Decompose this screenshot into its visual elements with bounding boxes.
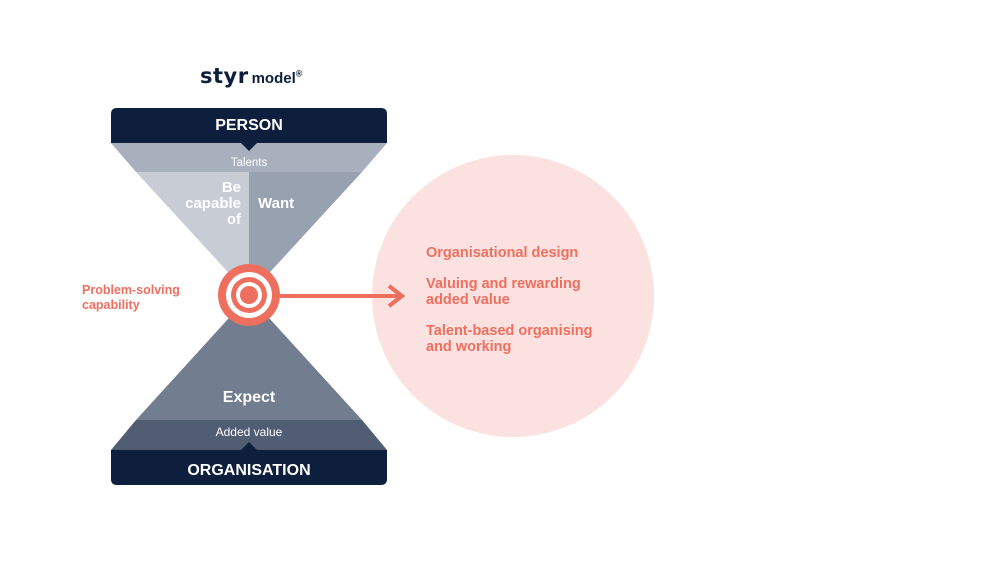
person-label: PERSON	[215, 117, 283, 134]
logo-brand: styr	[200, 64, 249, 88]
talents-label: Talents	[231, 157, 268, 169]
problem-solving-line-2: capability	[82, 298, 140, 312]
logo-word: model	[251, 70, 296, 87]
want-section	[249, 172, 362, 295]
outcome-organisational-design: Organisational design	[426, 245, 579, 261]
want-label: Want	[258, 195, 294, 212]
organisation-bar	[111, 442, 387, 485]
outcomes-circle	[372, 155, 654, 437]
registered-mark: ®	[295, 68, 303, 79]
outcome-item: Talent-based organising and working	[426, 323, 646, 355]
target-icon	[218, 264, 280, 326]
outcome-item: Valuing and rewarding added value	[426, 276, 646, 308]
outcome-item: Organisational design	[426, 245, 646, 261]
be-capable-line-2: capable	[185, 195, 241, 212]
arrow-right-icon	[280, 284, 406, 308]
problem-solving-label: Problem-solving capability	[82, 283, 202, 313]
expect-label: Expect	[223, 389, 276, 406]
outcome-valuing-line-2: added value	[426, 292, 510, 308]
outcome-talent-line-2: and working	[426, 339, 512, 355]
be-capable-line-3: of	[227, 211, 242, 228]
be-capable-line-1: Be	[222, 179, 241, 196]
added-value-band	[111, 420, 387, 450]
outcome-talent-line-1: Talent-based organising	[426, 323, 593, 339]
be-capable-section	[136, 172, 249, 295]
added-value-label: Added value	[216, 425, 283, 439]
problem-solving-line-1: Problem-solving	[82, 283, 180, 297]
outcomes-list: Organisational design Valuing and reward…	[426, 245, 646, 370]
expect-section	[136, 296, 362, 420]
outcome-valuing-line-1: Valuing and rewarding	[426, 276, 581, 292]
person-bar	[111, 108, 387, 151]
talents-band	[111, 143, 387, 172]
organisation-label: ORGANISATION	[187, 462, 310, 479]
